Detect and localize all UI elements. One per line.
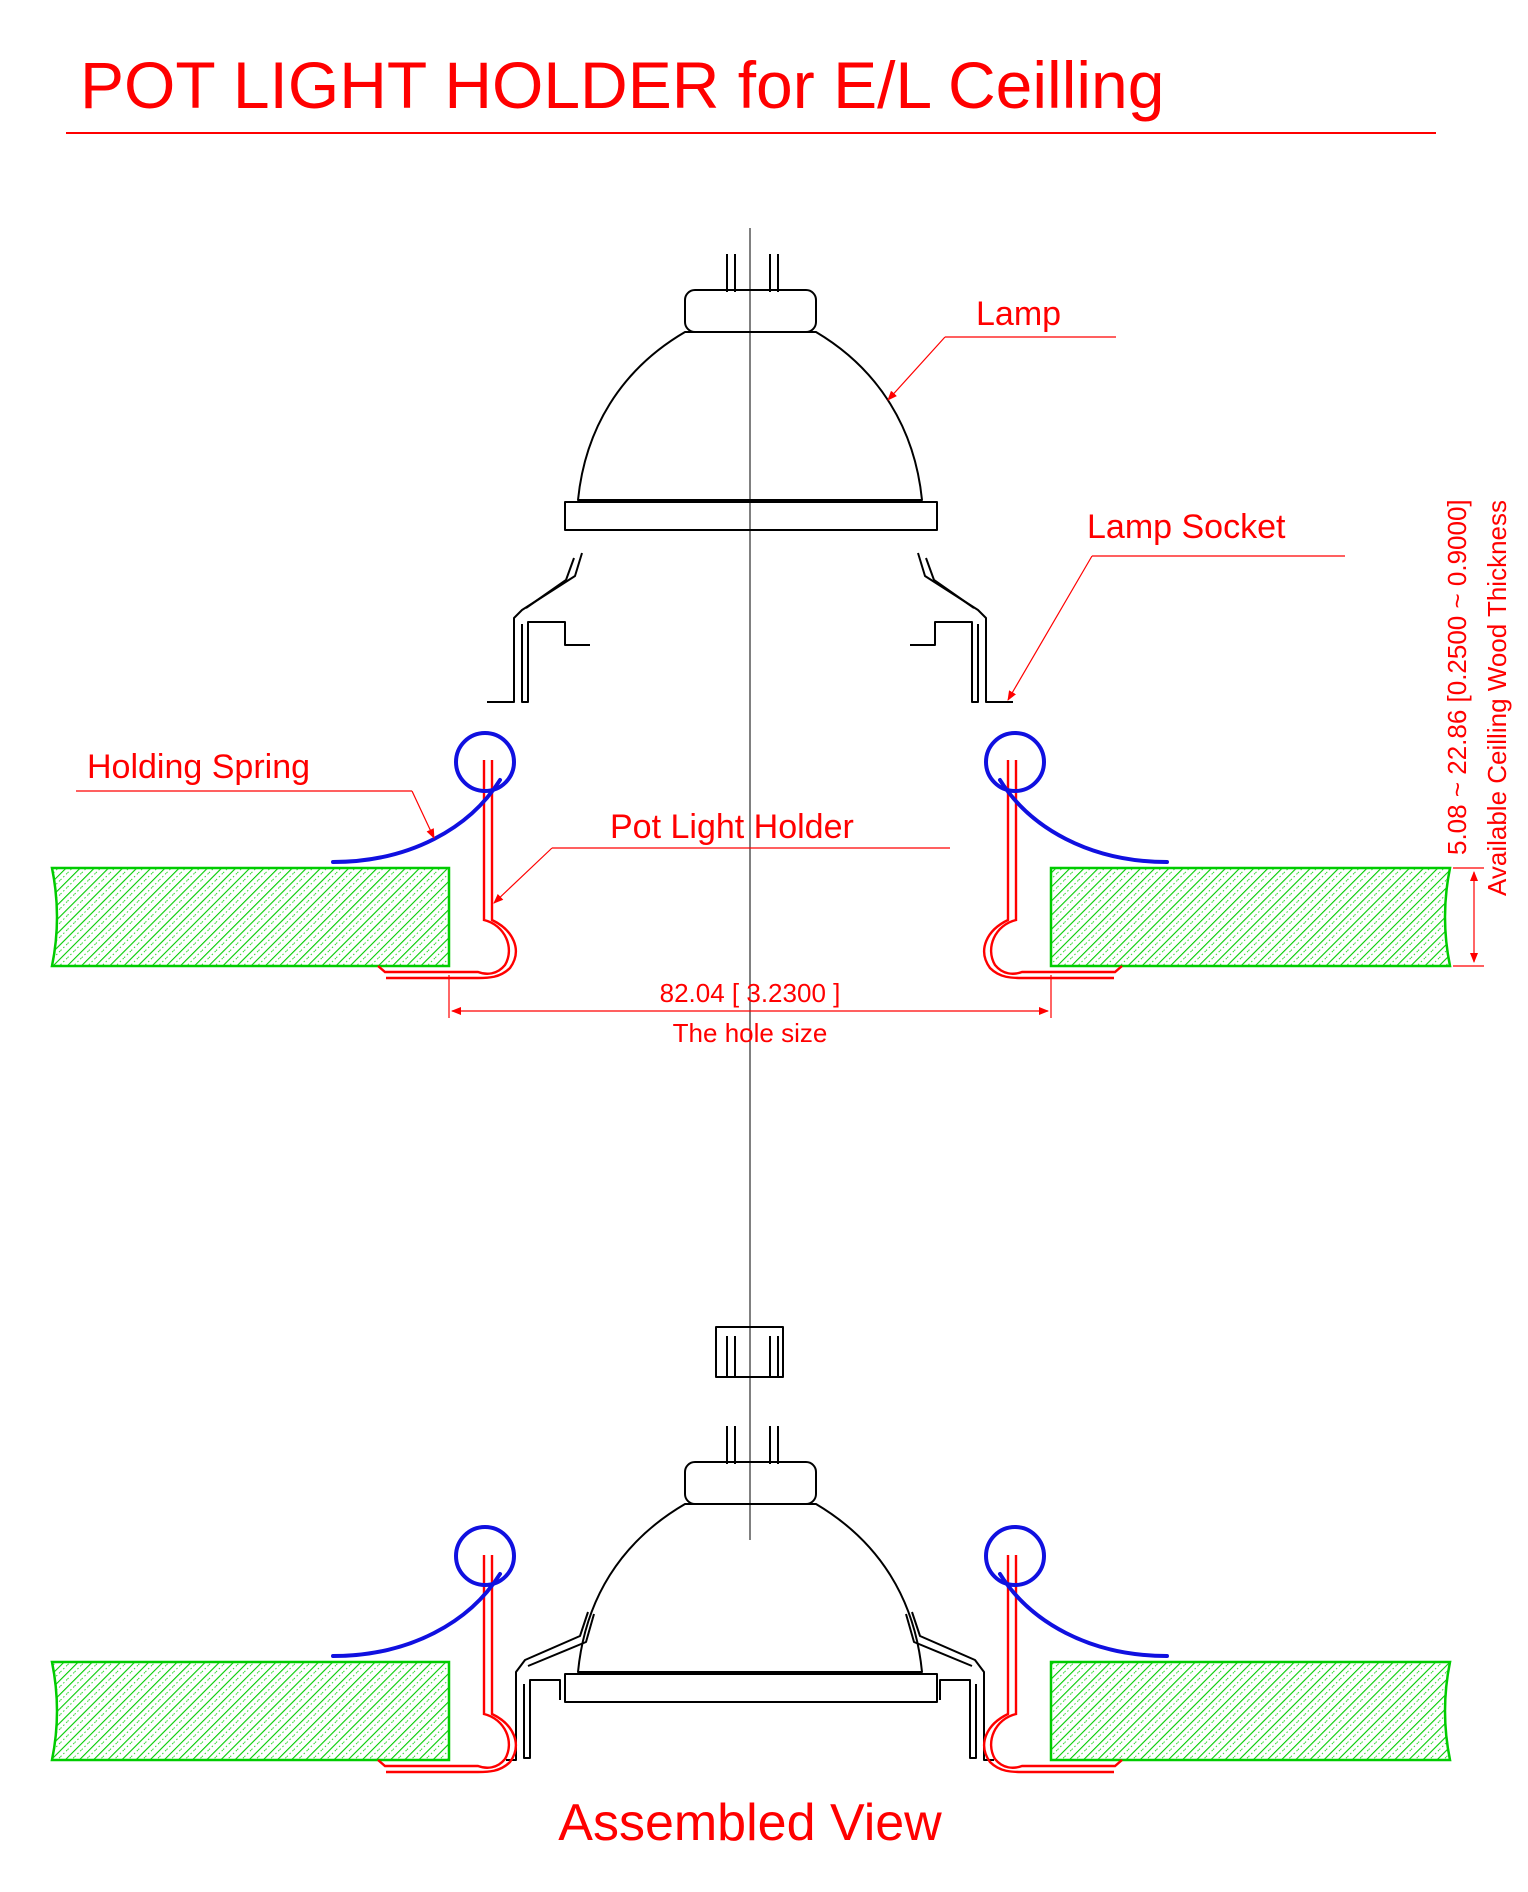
hole-size-value: 82.04 [ 3.2300 ] [660, 978, 841, 1008]
assembled-pot-light-holder [377, 1555, 1123, 1774]
assembled-holding-spring [331, 1525, 1169, 1658]
ceiling-wood-right [1049, 866, 1452, 968]
pot-light-holder [377, 760, 1123, 980]
assembled-view [50, 1426, 1452, 1774]
assembled-lamp-socket [506, 1611, 994, 1761]
hole-size-dimension: 82.04 [ 3.2300 ] The hole size [448, 975, 1052, 1048]
lamp-label: Lamp [976, 295, 1061, 333]
assembled-view-label: Assembled View [558, 1794, 942, 1852]
pot-light-holder-label: Pot Light Holder [610, 808, 854, 846]
wood-thickness-value: 5.08 ~ 22.86 [0.2500 ~ 0.9000] [1442, 499, 1472, 855]
page-title: POT LIGHT HOLDER for E/L Ceilling [80, 48, 1164, 122]
wood-thickness-dimension: 5.08 ~ 22.86 [0.2500 ~ 0.9000] Available… [1442, 499, 1512, 967]
holding-spring [331, 731, 1169, 864]
hole-size-caption: The hole size [673, 1018, 828, 1048]
assembled-ceiling-wood-left [50, 1660, 451, 1762]
wood-thickness-caption: Available Ceilling Wood Thickness [1482, 500, 1512, 896]
assembled-ceiling-wood-right [1049, 1660, 1452, 1762]
lamp-socket [487, 552, 1013, 703]
callout-holding-spring: Holding Spring [76, 748, 435, 839]
lamp-socket-label: Lamp Socket [1087, 508, 1286, 546]
socket-connector [715, 1326, 784, 1378]
holding-spring-label: Holding Spring [87, 748, 310, 786]
ceiling-wood-left [50, 866, 451, 968]
lamp [564, 254, 938, 531]
callout-pot-light-holder: Pot Light Holder [493, 808, 950, 904]
exploded-view [50, 254, 1452, 980]
assembled-lamp [564, 1426, 938, 1703]
callout-lamp: Lamp [887, 295, 1116, 401]
callout-lamp-socket: Lamp Socket [1007, 508, 1345, 701]
